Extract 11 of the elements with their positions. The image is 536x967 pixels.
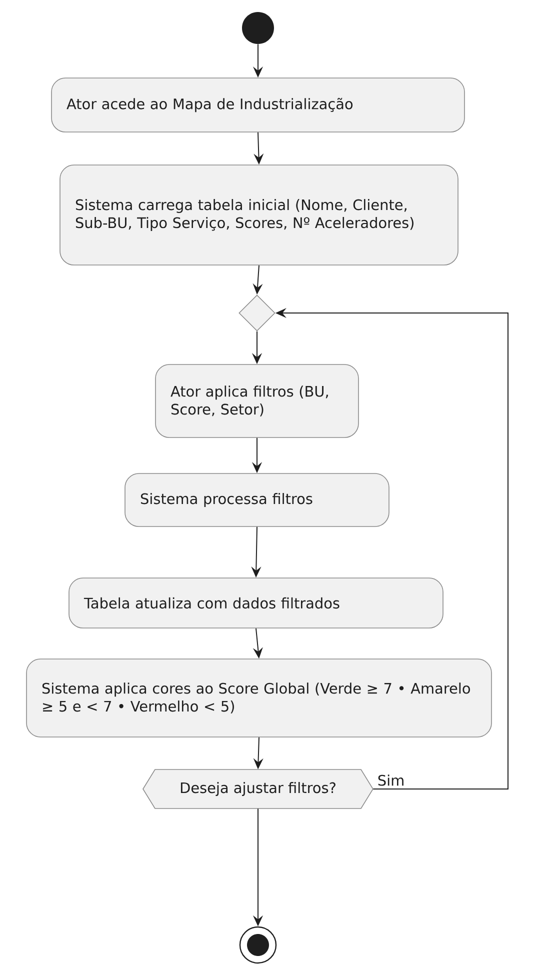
- activity-box: Sistema aplica cores ao Score Global (Verde ≥ 7 • Amarelo ≥ 5 e < 7 • Vermelho < 5): [26, 658, 492, 738]
- activity-box: Sistema processa filtros: [124, 473, 390, 527]
- decision-hexagon: Deseja ajustar filtros?: [142, 769, 374, 809]
- activity-box: Ator aplica filtros (BU, Score, Setor): [155, 364, 359, 438]
- start-circle: [242, 12, 274, 44]
- activity-box: Ator acede ao Mapa de Industrialização: [51, 78, 465, 132]
- activity-box: Tabela atualiza com dados filtrados: [68, 578, 444, 628]
- activity-box: Sistema carrega tabela inicial (Nome, Cliente, Sub-BU, Tipo Serviço, Scores, Nº Aceleradores): [60, 164, 458, 266]
- merge-diamond: [238, 294, 276, 332]
- end-circle: [239, 926, 277, 964]
- edge-label: Sim: [378, 774, 404, 786]
